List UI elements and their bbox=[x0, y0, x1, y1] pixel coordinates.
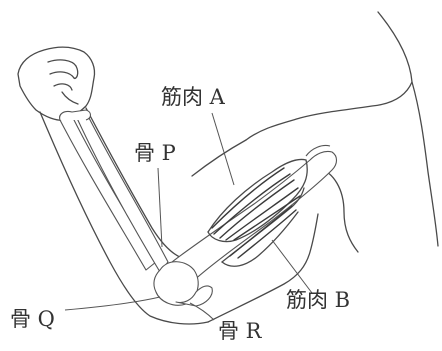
humerus bbox=[172, 145, 337, 282]
leader-bone-p bbox=[158, 168, 162, 247]
label-bone-r: 骨 R bbox=[218, 319, 263, 343]
leader-bone-q bbox=[65, 297, 160, 310]
leader-muscle-b bbox=[272, 240, 312, 293]
upper-arm-outline bbox=[192, 12, 438, 252]
label-muscle-b: 筋肉 B bbox=[286, 288, 350, 312]
label-bone-q: 骨 Q bbox=[10, 307, 55, 331]
forearm-bones bbox=[60, 110, 168, 272]
label-bone-p: 骨 P bbox=[134, 141, 176, 165]
fist bbox=[18, 47, 95, 120]
label-muscle-a: 筋肉 A bbox=[161, 85, 226, 109]
